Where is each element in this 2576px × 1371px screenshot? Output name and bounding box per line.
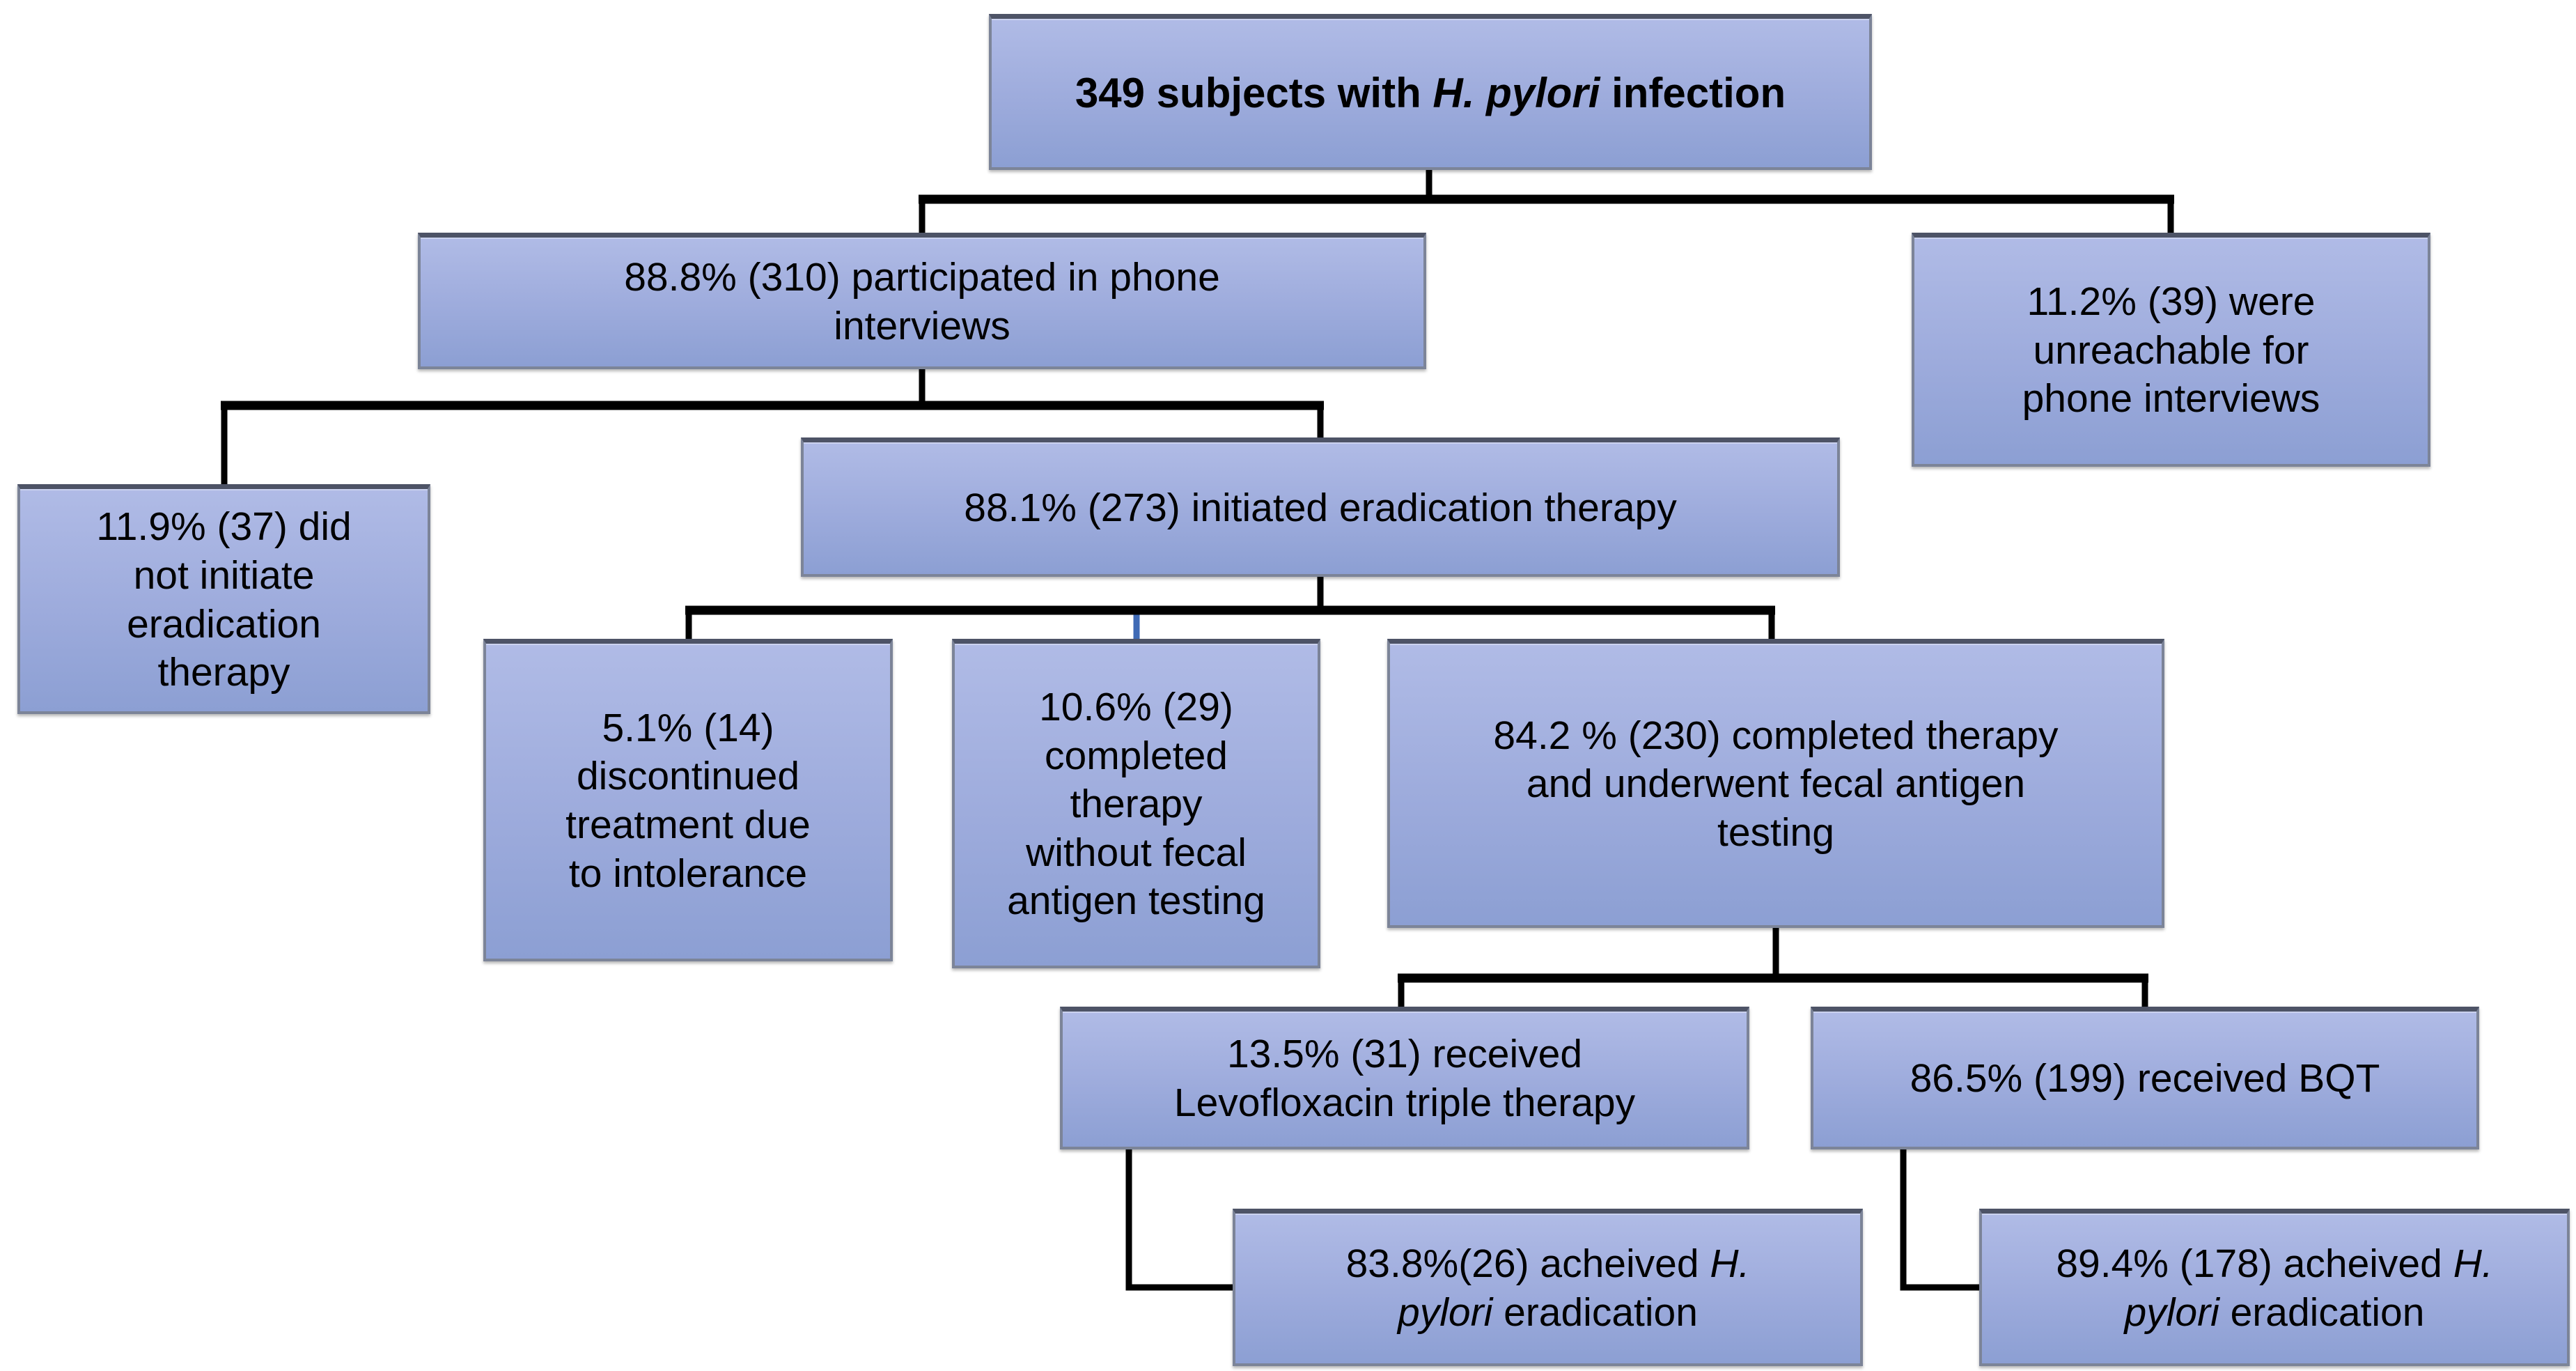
- flow-node-levofloxacin-eradication: 83.8%(26) acheived H. pylori eradication: [1233, 1209, 1863, 1366]
- flow-node-not-initiated-therapy-label: 11.9% (37) did not initiate eradication …: [96, 504, 352, 695]
- connector-levofloxacin-to-eradication: [1125, 1147, 1236, 1291]
- connector-bqt-to-eradication: [1900, 1147, 1983, 1291]
- flow-node-phone-interviewed-label: 88.8% (310) participated in phone interv…: [624, 254, 1220, 348]
- label-segment-italic: H. pylori: [1433, 69, 1600, 116]
- flow-node-phone-interviewed: 88.8% (310) participated in phone interv…: [418, 233, 1426, 369]
- flow-node-completed-with-testing: 84.2 % (230) completed therapy and under…: [1387, 639, 2164, 928]
- label-segment: 83.8%(26) acheived: [1345, 1241, 1710, 1286]
- flow-node-completed-with-testing-label: 84.2 % (230) completed therapy and under…: [1493, 713, 2059, 855]
- flow-node-total-subjects-label: 349 subjects with H. pylori infection: [1075, 68, 1786, 118]
- flow-node-levofloxacin-eradication-label: 83.8%(26) acheived H. pylori eradication: [1346, 1240, 1750, 1337]
- flow-node-bqt-therapy: 86.5% (199) received BQT: [1811, 1007, 2479, 1149]
- flow-node-initiated-therapy-label: 88.1% (273) initiated eradication therap…: [964, 485, 1677, 530]
- flow-node-initiated-therapy: 88.1% (273) initiated eradication therap…: [801, 437, 1840, 577]
- label-segment: 349 subjects with: [1075, 69, 1433, 116]
- flow-node-levofloxacin-therapy: 13.5% (31) received Levofloxacin triple …: [1060, 1007, 1749, 1149]
- label-segment: 89.4% (178) acheived: [2056, 1241, 2453, 1286]
- label-segment: infection: [1600, 69, 1786, 116]
- flow-node-unreachable: 11.2% (39) were unreachable for phone in…: [1912, 233, 2430, 467]
- flow-node-completed-without-testing-label: 10.6% (29) completed therapy without fec…: [1007, 685, 1265, 924]
- label-segment: eradication: [2219, 1289, 2425, 1335]
- flow-node-bqt-therapy-label: 86.5% (199) received BQT: [1910, 1056, 2380, 1101]
- flow-node-discontinued-treatment: 5.1% (14) discontinued treatment due to …: [483, 639, 893, 961]
- flow-node-completed-without-testing: 10.6% (29) completed therapy without fec…: [952, 639, 1320, 968]
- label-segment: eradication: [1492, 1289, 1698, 1335]
- label-segment-italic: H. pylori: [2124, 1241, 2493, 1335]
- label-segment-italic: H. pylori: [1398, 1241, 1750, 1335]
- flow-node-unreachable-label: 11.2% (39) were unreachable for phone in…: [2022, 279, 2320, 421]
- flow-node-bqt-eradication: 89.4% (178) acheived H. pylori eradicati…: [1979, 1209, 2570, 1366]
- flow-node-not-initiated-therapy: 11.9% (37) did not initiate eradication …: [17, 484, 430, 714]
- flow-node-discontinued-treatment-label: 5.1% (14) discontinued treatment due to …: [565, 705, 811, 896]
- flow-node-bqt-eradication-label: 89.4% (178) acheived H. pylori eradicati…: [2056, 1240, 2492, 1337]
- flow-node-total-subjects: 349 subjects with H. pylori infection: [989, 14, 1872, 170]
- flow-node-levofloxacin-therapy-label: 13.5% (31) received Levofloxacin triple …: [1173, 1032, 1636, 1125]
